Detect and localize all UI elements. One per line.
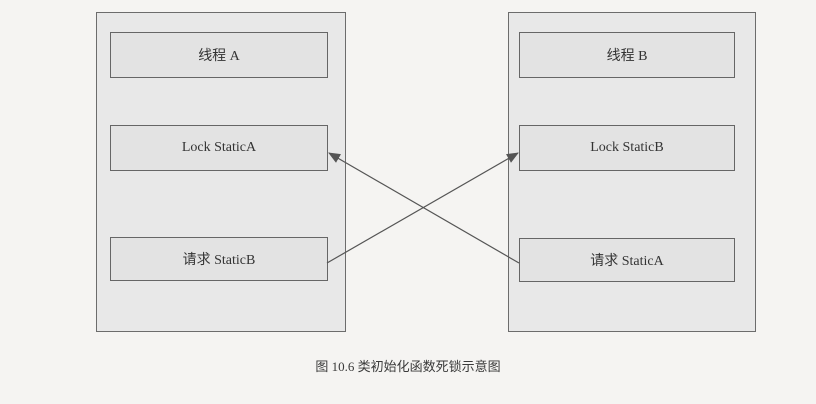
lock-static-b-box: Lock StaticB xyxy=(519,125,735,171)
request-static-a-arrow xyxy=(328,152,520,264)
thread-b-label: 线程 B xyxy=(606,49,648,64)
request-static-b-box: 请求 StaticB xyxy=(110,237,328,281)
thread-a-box: 线程 A xyxy=(110,32,328,78)
request-static-a-label: 请求 StaticA xyxy=(590,254,664,269)
lock-static-b-label: Lock StaticB xyxy=(590,140,664,155)
lock-static-a-label: Lock StaticA xyxy=(181,140,257,155)
request-static-b-label: 请求 StaticB xyxy=(182,253,256,268)
thread-a-label: 线程 A xyxy=(198,49,240,64)
request-static-a-box: 请求 StaticA xyxy=(519,238,735,282)
thread-b-box: 线程 B xyxy=(519,32,735,78)
request-static-b-arrow xyxy=(326,152,519,264)
figure-caption: 图 10.6 类初始化函数死锁示意图 xyxy=(315,359,501,374)
lock-static-a-box: Lock StaticA xyxy=(110,125,328,171)
